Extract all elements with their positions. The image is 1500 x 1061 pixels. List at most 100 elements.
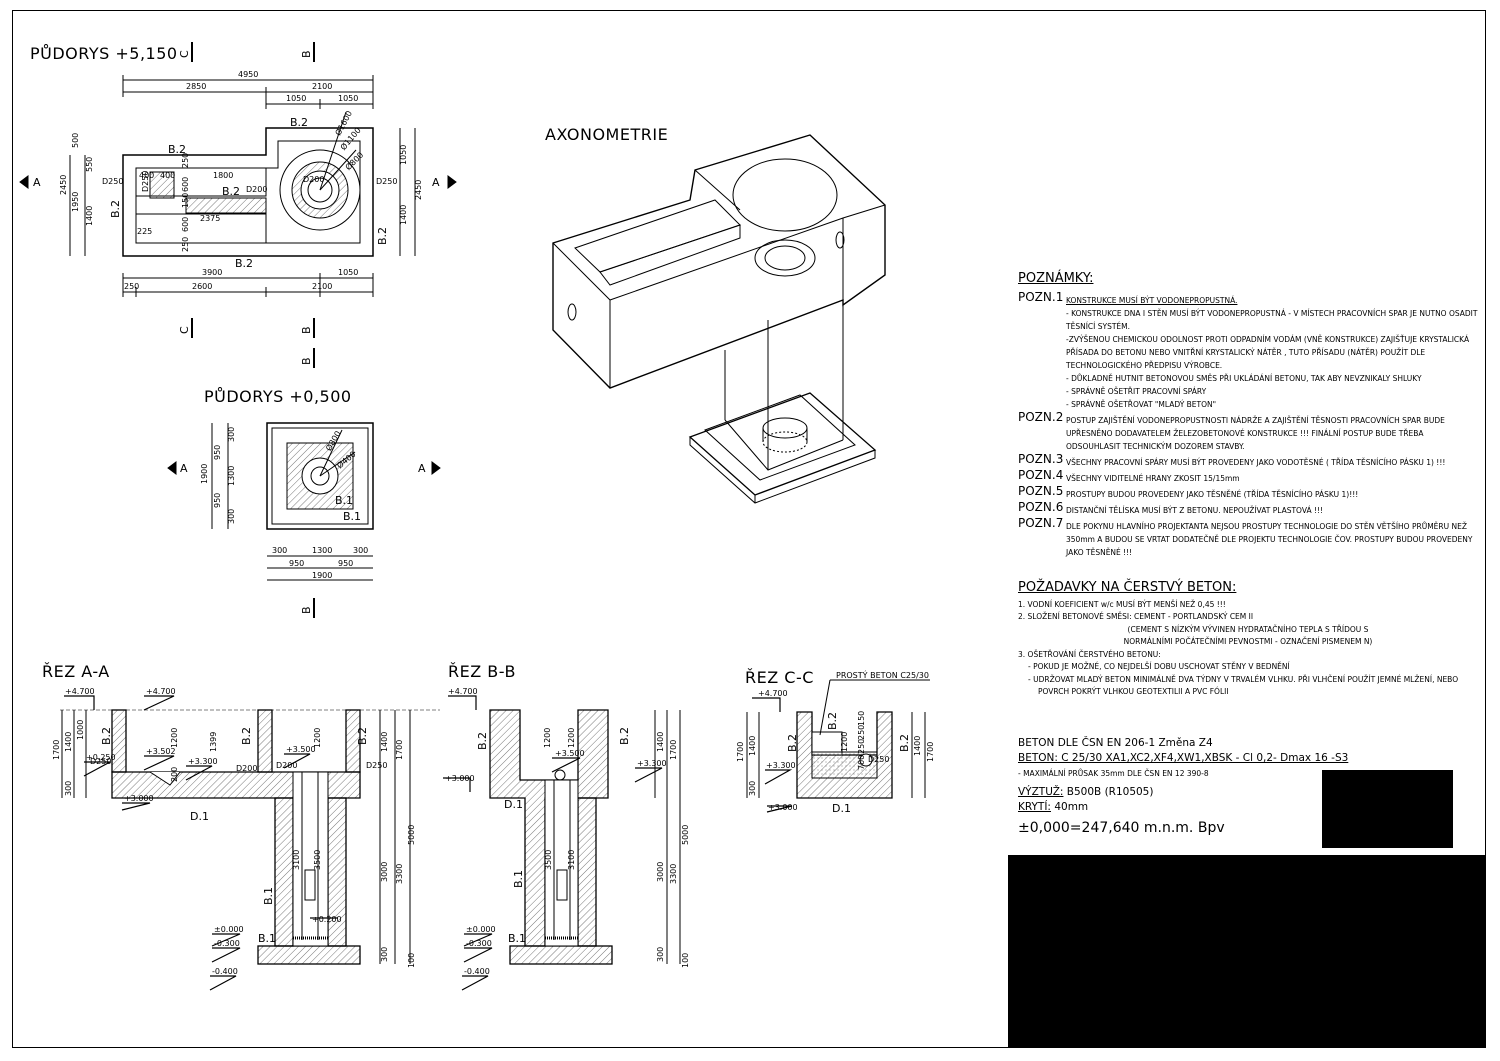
- req-2a: (CEMENT S NÍZKÝM VÝVINEN HYDRATAČNÍHO TE…: [1127, 624, 1369, 634]
- bb-dim-1700: 1700: [669, 740, 678, 760]
- bb-lvl-3000: +3.000: [445, 774, 475, 783]
- drawing-frame: [12, 10, 1486, 1048]
- label-b2-f: B.2: [376, 227, 389, 245]
- bb-label-b2-a: B.2: [476, 732, 489, 750]
- spec-kryti-key: KRYTÍ:: [1018, 801, 1051, 813]
- pb-label-b1-b: B.1: [343, 510, 361, 523]
- bb-dim-3500: 3500: [544, 850, 553, 870]
- cc-dim-250-a: 250: [857, 725, 866, 740]
- bb-dim-300: 300: [656, 947, 665, 962]
- bb-lvl-0300: -0.300: [466, 939, 492, 948]
- bb-lvl-3300: +3.300: [637, 759, 667, 768]
- label-b2-e: B.2: [109, 200, 122, 218]
- note-line: DLE POKYNU HLAVNÍHO PROJEKTANTA NEJSOU P…: [1066, 522, 1473, 557]
- cc-label-b2-a: B.2: [786, 734, 799, 752]
- note-line: - SPRÁVNĚ OŠETŘOVAT "MLADÝ BETON": [1066, 400, 1217, 409]
- cut-b-bottom: B: [300, 326, 313, 334]
- dim-600-a: 600: [181, 177, 190, 192]
- note-key: POZN.1: [1018, 290, 1064, 304]
- cut-b-pb-top: B: [300, 357, 313, 365]
- dim-500: 500: [71, 133, 80, 148]
- req-2: 2. SLOŽENÍ BETONOVÉ SMĚSI: CEMENT - PORT…: [1018, 612, 1254, 621]
- dim-1400-left: 1400: [85, 206, 94, 226]
- aa-lvl-0250: +0.250: [86, 753, 116, 762]
- pb-dim-950-b: 950: [338, 559, 353, 568]
- dim-1800: 1800: [213, 171, 233, 180]
- pb-dim-300-v2: 300: [227, 509, 236, 524]
- dim-1050-right: 1050: [399, 145, 408, 165]
- aa-dim-1200-a: 1200: [170, 728, 179, 748]
- label-b2-b: B.2: [168, 143, 186, 156]
- aa-lvl-3500: +3.500: [286, 745, 316, 754]
- cut-b-pb: B: [300, 606, 313, 614]
- dim-2100-bottom: 2100: [312, 282, 332, 291]
- dim-3900: 3900: [202, 268, 222, 277]
- dim-550: 550: [85, 157, 94, 172]
- aa-dim-1399: 1399: [209, 732, 218, 752]
- req-3b: - UDRŽOVAT MLADÝ BETON MINIMÁLNĚ DVA TÝD…: [1028, 674, 1459, 684]
- bb-dim-3100: 3100: [567, 850, 576, 870]
- bb-lvl-4700: +4.700: [448, 687, 478, 696]
- label-b2-a: B.2: [290, 116, 308, 129]
- note-key: POZN.4: [1018, 468, 1064, 482]
- note-text: DLE POKYNU HLAVNÍHO PROJEKTANTA NEJSOU P…: [1066, 517, 1478, 559]
- sec-aa-title: ŘEZ A-A: [42, 662, 110, 681]
- aa-label-b2-a: B.2: [100, 727, 113, 745]
- dim-150: 150: [181, 193, 190, 208]
- req-2b: NORMÁLNÍMI POČÁTEČNÍMI PEVNOSTMI - OZNAČ…: [1123, 637, 1373, 646]
- dim-2375: 2375: [200, 214, 220, 223]
- cut-c-bottom: C: [178, 326, 191, 334]
- cc-dim-1400-r: 1400: [913, 736, 922, 756]
- dim-1950: 1950: [71, 192, 80, 212]
- dim-250: 250: [124, 282, 139, 291]
- cc-lvl-3000: +3.000: [768, 803, 798, 812]
- note-line: POSTUP ZAJIŠTĚNÍ VODONEPROPUSTNOSTI NÁDR…: [1066, 416, 1445, 451]
- cut-a-right: A: [432, 176, 440, 189]
- bb-lvl-3500: +3.500: [555, 749, 585, 758]
- aa-lvl-3000: +3.000: [124, 794, 154, 803]
- note-key: POZN.2: [1018, 410, 1064, 424]
- aa-dim-1000: 1000: [76, 720, 85, 740]
- aa-lvl-0300: -0.300: [214, 939, 240, 948]
- bb-dim-1200-b: 1200: [567, 728, 576, 748]
- dim-600-b: 600: [181, 217, 190, 232]
- cc-dim-300: 300: [748, 781, 757, 796]
- bb-lvl-0000: ±0.000: [466, 925, 496, 934]
- pb-dim-950-a: 950: [289, 559, 304, 568]
- cc-label-d1: D.1: [832, 802, 851, 815]
- aa-dim-300: 300: [64, 781, 73, 796]
- dim-2450-right: 2450: [414, 180, 423, 200]
- bb-dim-100: 100: [681, 953, 690, 968]
- aa-pipe-d200-a: D200: [236, 764, 257, 773]
- cc-label-b2-b: B.2: [826, 712, 839, 730]
- bb-label-b1-b: B.1: [508, 932, 526, 945]
- note-line: VŠECHNY VIDITELNÉ HRANY ZKOSIT 15/15mm: [1066, 474, 1240, 483]
- aa-dim-200: 200: [170, 767, 179, 782]
- aa-dim-5000: 5000: [407, 825, 416, 845]
- cc-pipe-d250: D250: [868, 755, 889, 764]
- pb-dim-1300: 1300: [312, 546, 332, 555]
- req-1: 1. VODNÍ KOEFICIENT w/c MUSÍ BÝT MENŠÍ N…: [1018, 599, 1226, 609]
- section-bb: ŘEZ B-B +4.700 +3.500 +3.300 +3.000 ±0.0…: [443, 662, 690, 991]
- req-3: 3. OŠETŘOVÁNÍ ČERSTVÉHO BETONU:: [1018, 649, 1161, 659]
- redacted-box-small: [1322, 770, 1453, 848]
- note-key: POZN.3: [1018, 452, 1064, 466]
- note-text: DISTANČNÍ TĚLÍSKA MUSÍ BÝT Z BETONU. NEP…: [1066, 501, 1478, 517]
- spec-beton: BETON: C 25/30 XA1,XC2,XF4,XW1,XBSK - Cl…: [1018, 752, 1349, 764]
- cc-dim-1700: 1700: [736, 742, 745, 762]
- pipe-d200-a: D200: [246, 185, 267, 194]
- requirements-header: POŽADAVKY NA ČERSTVÝ BETON:: [1018, 580, 1237, 595]
- plan-top-title: PŮDORYS +5,150: [30, 44, 178, 63]
- dim-1050-c: 1050: [338, 268, 358, 277]
- aa-dim-1700: 1700: [52, 740, 61, 760]
- pb-dim-1900-v: 1900: [200, 464, 209, 484]
- dim-1050-b: 1050: [338, 94, 358, 103]
- plan-top: PŮDORYS +5,150 C B A A C B 4950: [19, 42, 457, 338]
- cc-dim-250-b: 250: [857, 739, 866, 754]
